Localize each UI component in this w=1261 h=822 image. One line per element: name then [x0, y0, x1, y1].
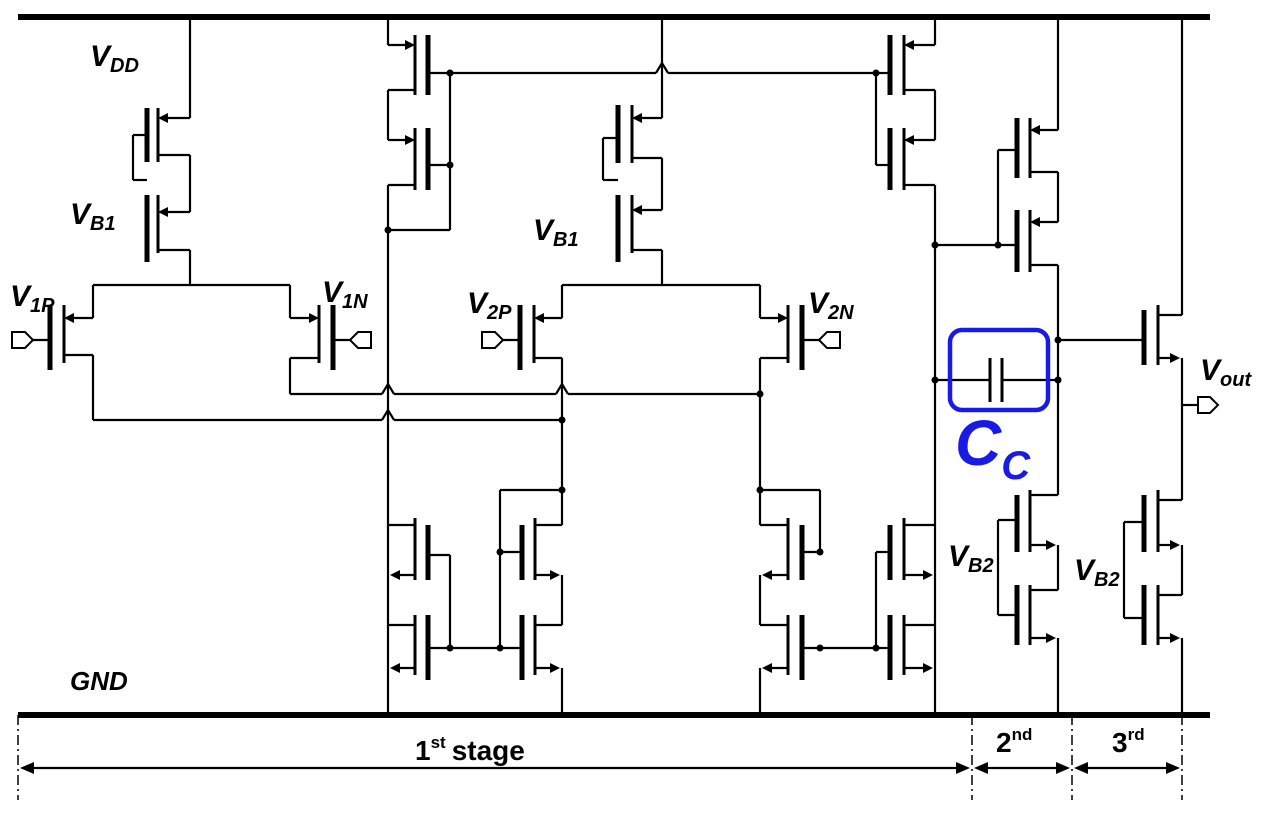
- vout-label: Vout: [1200, 354, 1252, 391]
- second-stage: [935, 17, 1062, 715]
- first-stage-left-column: [384, 17, 454, 715]
- v1p-label: V1P: [10, 280, 55, 317]
- third-stage: [1058, 17, 1220, 715]
- v1n-label: V1N: [322, 276, 368, 313]
- stage-3-label: 3rd: [1112, 725, 1145, 758]
- cc-label: CC: [955, 407, 1031, 488]
- cc-highlight-box: [947, 327, 1051, 413]
- vb1-mid-label: VB1: [533, 214, 579, 251]
- vb2-left-label: VB2: [948, 540, 994, 577]
- first-stage-right-column: [874, 17, 939, 715]
- nmos-mirror-left: [388, 486, 566, 715]
- vb2-right-label: VB2: [1074, 554, 1120, 591]
- v2p-transistor: [481, 285, 566, 490]
- vdd-label: VDD: [90, 40, 139, 77]
- crossing-wires: [93, 381, 760, 422]
- compensation-capacitor: [935, 327, 1058, 413]
- v1n-transistor: [288, 285, 372, 394]
- v1p-transistor: [11, 285, 95, 420]
- vb1-left-label: VB1: [70, 198, 116, 235]
- v2p-label: V2P: [467, 287, 512, 324]
- left-bias-branch: [93, 17, 290, 287]
- nmos-mirror-right: [756, 486, 935, 715]
- v2n-label: V2N: [808, 287, 854, 324]
- middle-bias-branch: [562, 17, 760, 287]
- stage-2-label: 2nd: [996, 725, 1032, 758]
- stage-dimensions: [17, 715, 1183, 800]
- v2n-transistor: [756, 285, 841, 490]
- gnd-label: GND: [70, 666, 128, 696]
